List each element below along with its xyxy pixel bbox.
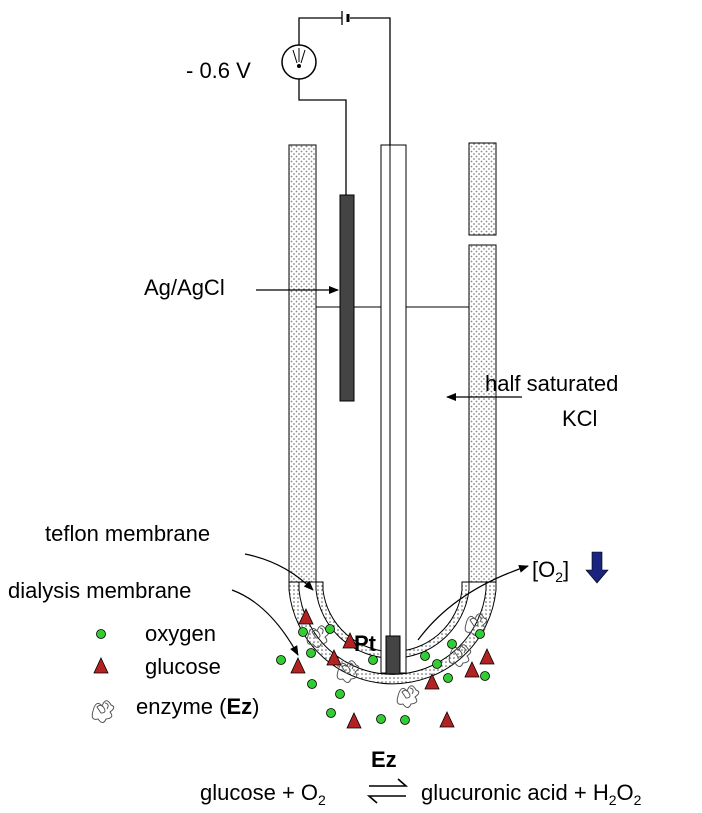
- pt-label: Pt: [354, 631, 377, 656]
- kcl-label: KCl: [562, 406, 597, 431]
- enzyme-molecule: [91, 700, 115, 723]
- legend-glucose-icon: [93, 657, 109, 674]
- eq-left-sub: 2: [318, 792, 326, 808]
- oxygen-molecule: [298, 627, 308, 637]
- oxygen-molecule: [480, 671, 490, 681]
- oxygen-molecule: [368, 655, 378, 665]
- legend-enzyme-prefix: enzyme (: [136, 694, 227, 719]
- enzyme-molecule: [464, 613, 488, 636]
- teflon-arrow: [244, 553, 314, 591]
- enzyme-molecule: [448, 644, 472, 667]
- enzymes: [306, 613, 488, 708]
- outer-wall-left: [288, 144, 317, 583]
- voltmeter-icon: [281, 44, 317, 80]
- oxygen-molecule: [432, 659, 442, 669]
- glucose-molecule: [342, 632, 358, 649]
- glucose-molecules: [290, 608, 495, 729]
- o2-decrease-arrow-icon: [585, 551, 609, 584]
- oxygen-molecule: [326, 708, 336, 718]
- glucose-molecule: [298, 608, 314, 625]
- half-saturated-label: half saturated: [485, 371, 618, 396]
- glucose-molecule: [346, 712, 362, 729]
- pt-electrode: [385, 635, 401, 675]
- eq-right-text: glucuronic acid + H: [421, 780, 609, 805]
- outer-wall-right: [468, 244, 497, 583]
- glucose-molecule: [439, 711, 455, 728]
- glucose-molecule: [464, 661, 480, 678]
- legend-oxygen-label: oxygen: [145, 621, 216, 646]
- oxygen-molecule: [376, 714, 386, 724]
- o2-outflow-arrow: [417, 565, 529, 641]
- oxygen-molecule: [325, 624, 335, 634]
- oxygen-molecule: [420, 651, 430, 661]
- legend-oxygen-icon: [96, 629, 106, 639]
- equilibrium-arrow-icon: [366, 778, 409, 804]
- oxygen-molecule: [400, 715, 410, 725]
- equation-right: glucuronic acid + H2O2: [421, 780, 642, 808]
- oxygen-molecule: [335, 689, 345, 699]
- legend-enzyme-icon: [91, 700, 115, 723]
- ag-agcl-electrode: [339, 194, 355, 402]
- o2-open: [O: [532, 557, 555, 582]
- oxygen-molecule: [306, 648, 316, 658]
- teflon-membrane-label: teflon membrane: [45, 521, 210, 546]
- eq-right-mid: O: [617, 780, 634, 805]
- equation-left: glucose + O2: [200, 780, 326, 808]
- ag-agcl-label: Ag/AgCl: [144, 275, 225, 300]
- oxygen-molecule: [276, 655, 286, 665]
- dialysis-membrane-label: dialysis membrane: [8, 578, 191, 603]
- glucose-molecule: [326, 649, 342, 666]
- oxygen-molecule: [475, 629, 485, 639]
- enzyme-molecule: [306, 625, 330, 648]
- glucose-molecule: [479, 648, 495, 665]
- oxygen-molecules: [276, 624, 490, 725]
- eq-right-sub2: 2: [634, 792, 642, 808]
- battery-symbol: [341, 11, 350, 25]
- equation-catalyst: Ez: [371, 747, 397, 772]
- legend-enzyme-suffix: ): [252, 694, 259, 719]
- enzyme-molecule: [396, 685, 420, 708]
- oxygen-molecule: [443, 673, 453, 683]
- dialysis-arrow: [231, 589, 299, 656]
- oxygen-molecule: [307, 679, 317, 689]
- o2-close: ]: [563, 557, 569, 582]
- enzyme-molecule: [336, 660, 360, 683]
- outer-wall-right-top: [468, 142, 497, 236]
- glucose-molecule: [424, 673, 440, 690]
- eq-right-sub1: 2: [609, 792, 617, 808]
- legend-glucose-label: glucose: [145, 654, 221, 679]
- legend-enzyme-bold: Ez: [226, 694, 252, 719]
- oxygen-molecule: [447, 639, 457, 649]
- o2-label: [O2]: [532, 557, 569, 585]
- glucose-molecule: [290, 657, 306, 674]
- inner-tube: [380, 144, 407, 674]
- eq-left-text: glucose + O: [200, 780, 318, 805]
- o2-sub: 2: [555, 569, 563, 585]
- voltage-label: - 0.6 V: [186, 58, 251, 83]
- legend: oxygen glucose enzyme (Ez): [91, 621, 260, 723]
- legend-enzyme-label: enzyme (Ez): [136, 694, 260, 719]
